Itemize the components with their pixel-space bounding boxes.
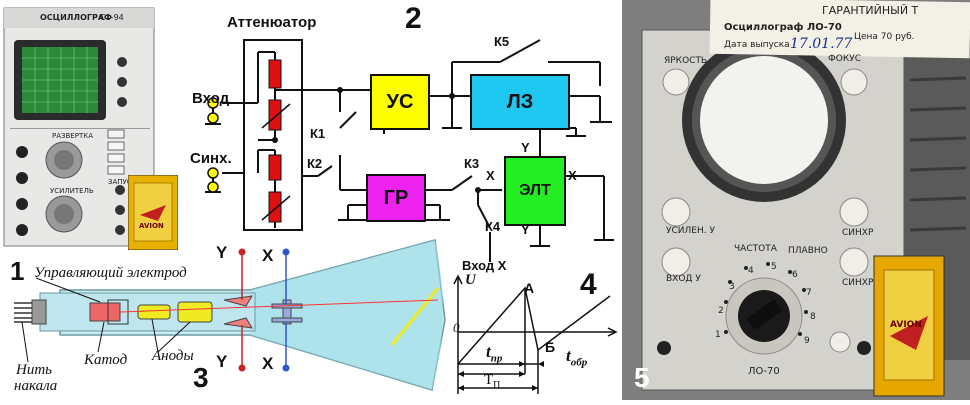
block-lz: ЛЗ: [470, 74, 570, 130]
filament-label-line2: накала: [14, 378, 58, 394]
elt-y-bottom-label: Y: [521, 222, 530, 237]
lo70-label-input-y: ВХОД У: [666, 274, 701, 284]
panel-number-2: 2: [405, 2, 422, 35]
lo70-dial-1: 1: [715, 330, 721, 340]
lo70-dial-4: 4: [748, 266, 754, 276]
sawtooth-t-pr-main: t: [486, 342, 491, 361]
sawtooth-t-p-sub: П: [493, 380, 501, 391]
anodes-label: Аноды: [152, 348, 194, 364]
lo70-model-label: ЛО-70: [748, 366, 780, 377]
cathode-label: Катод: [84, 352, 128, 368]
input-label: Вход: [192, 90, 230, 107]
crt-tube-diagram: [14, 239, 446, 391]
lo70-dial-8: 8: [810, 312, 816, 322]
control-electrode-label: Управляющий электрод: [34, 265, 187, 281]
lo70-label-sync: СИНХР: [842, 228, 874, 238]
lo70-dial-3: 3: [729, 282, 735, 292]
warranty-card-price: Цена 70 руб.: [854, 32, 915, 42]
switch-k4-label: К4: [485, 219, 501, 234]
panel-number-1: 1: [10, 256, 25, 286]
sawtooth-point-a: A: [524, 280, 535, 296]
switch-k1-label: К1: [310, 126, 326, 141]
lo70-label-brightness: ЯРКОСТЬ: [664, 56, 708, 66]
lo70-dial-2: 2: [718, 306, 724, 316]
warranty-card-date-label: Дата выпуска: [724, 40, 790, 50]
matchbox-large-brand: AVION: [890, 320, 922, 330]
crt-y-bottom-label: Y: [216, 352, 228, 371]
oscilloscope-model-label: С1-94: [100, 13, 124, 22]
block-diagram-wiring: [205, 39, 614, 262]
oscilloscope-c1-94-photo: [0, 0, 188, 252]
lo70-label-sync2: СИНХР: [842, 278, 874, 288]
filament-label-line1: Нить: [16, 362, 52, 378]
sawtooth-origin-label: 0: [453, 320, 460, 335]
crt-x-bottom-label: X: [262, 354, 274, 373]
crt-y-top-label: Y: [216, 243, 228, 262]
warranty-card-line1: Осциллограф ЛО-70: [724, 22, 842, 33]
switch-k5-label: К5: [494, 34, 510, 49]
sawtooth-t-obr-main: t: [566, 346, 571, 365]
elt-x-right-label: X: [568, 168, 577, 183]
panel-number-3: 3: [193, 362, 209, 393]
input-x-label: Вход Х: [462, 258, 507, 273]
switch-k3-label: К3: [464, 156, 480, 171]
sync-label: Синх.: [190, 150, 232, 167]
elt-y-top-label: Y: [521, 140, 530, 155]
panel-number-4: 4: [580, 268, 597, 301]
sawtooth-t-obr-sub: обр: [570, 356, 588, 369]
block-elt: ЭЛТ: [504, 156, 566, 226]
lo70-dial-5: 5: [771, 262, 777, 272]
block-gr: ГР: [366, 174, 426, 222]
lo70-dial-9: 9: [804, 336, 810, 346]
lo70-dial-6: 6: [792, 270, 798, 280]
sawtooth-t-pr-sub: пр: [490, 352, 503, 365]
block-us: УС: [370, 74, 430, 130]
oscilloscope-section-usilitel: УСИЛИТЕЛЬ: [50, 187, 94, 195]
lo70-label-focus: ФОКУС: [828, 54, 861, 64]
sawtooth-u-axis-label: U: [465, 272, 476, 288]
elt-x-left-label: X: [486, 168, 495, 183]
sawtooth-t-obr: tобр: [566, 346, 587, 368]
matchbox-small: [127, 174, 179, 251]
attenuator-label: Аттенюатор: [227, 14, 317, 31]
oscilloscope-brand-label: ОСЦИЛЛОГРАФ: [40, 13, 112, 22]
oscilloscope-section-razvertka: РАЗВЕРТКА: [52, 132, 93, 140]
panel-number-5: 5: [634, 362, 650, 393]
sawtooth-point-b: Б: [545, 339, 556, 355]
lo70-label-freq: ЧАСТОТА: [734, 244, 777, 254]
warranty-card-title: ГАРАНТИЙНЫЙ Т: [822, 4, 919, 17]
sawtooth-t-pr: tпр: [486, 342, 502, 364]
matchbox-brand-small: AVION: [139, 222, 164, 230]
lo70-dial-7: 7: [806, 288, 812, 298]
oscilloscope-section-zapusk: ЗАПУСК: [108, 178, 137, 186]
warranty-card-date: 17.01.77: [790, 36, 853, 52]
lo70-label-gain: УСИЛЕН. У: [666, 226, 715, 236]
oscilloscope-lo70-photo: [622, 0, 970, 400]
crt-x-top-label: X: [262, 246, 274, 265]
switch-k2-label: К2: [307, 156, 323, 171]
sawtooth-t-p-main: Т: [484, 372, 494, 388]
sawtooth-t-p: ТП: [484, 372, 500, 391]
sawtooth-voltage-graph: [453, 274, 618, 394]
lo70-label-smooth: ПЛАВНО: [788, 246, 828, 256]
